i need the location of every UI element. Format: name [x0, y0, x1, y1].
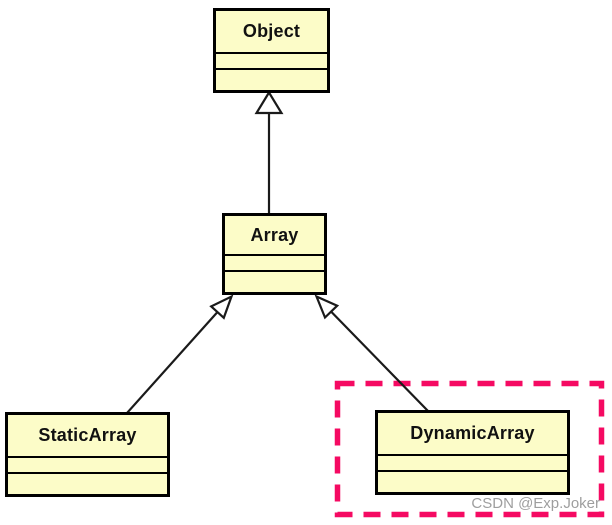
generalization-line-staticarray-to-array: [126, 311, 219, 414]
operations-compartment-dynamicarray: [378, 470, 567, 492]
arrowhead-staticarray-to-array: [209, 294, 234, 320]
attributes-compartment-dynamicarray: [378, 454, 567, 470]
arrowhead-dynamicarray-to-array: [314, 294, 340, 320]
operations-compartment-staticarray: [8, 472, 167, 494]
watermark-text: CSDN @Exp.Joker: [471, 495, 600, 512]
operations-compartment-object: [216, 68, 327, 90]
class-name-array: Array: [250, 224, 299, 245]
class-box-dynamicarray: DynamicArray: [375, 410, 570, 495]
class-name-dynamicarray: DynamicArray: [410, 423, 535, 443]
attributes-compartment-array: [225, 254, 324, 270]
arrowhead-array-to-object: [254, 90, 284, 115]
generalization-line-dynamicarray-to-array: [330, 310, 429, 412]
operations-compartment-array: [225, 270, 324, 292]
attributes-compartment-staticarray: [8, 456, 167, 472]
class-box-object: Object: [213, 8, 330, 93]
class-box-array: Array: [222, 213, 327, 295]
class-name-object: Object: [242, 21, 301, 41]
class-box-staticarray: StaticArray: [5, 412, 170, 497]
attributes-compartment-object: [216, 52, 327, 68]
class-name-staticarray: StaticArray: [38, 425, 137, 445]
